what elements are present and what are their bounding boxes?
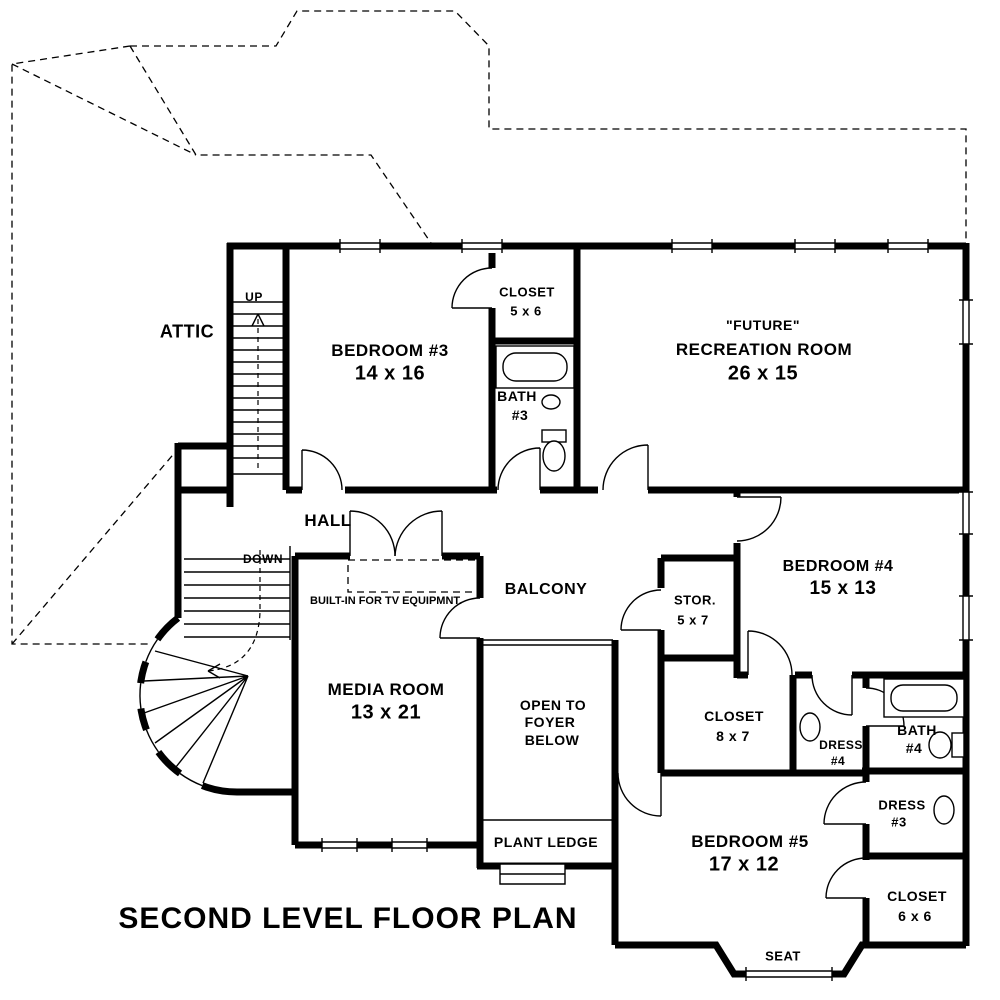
room-label-dress4: DRESS — [819, 738, 863, 752]
page-title: SECOND LEVEL FLOOR PLAN — [118, 902, 578, 935]
stairs-down — [143, 546, 291, 784]
railing-layer — [480, 639, 615, 821]
room-qualifier-recreation: "FUTURE" — [725, 317, 801, 333]
room-dims-recreation: 26 x 15 — [727, 362, 799, 385]
label-open-to-foyer-line1: OPEN TO — [519, 697, 587, 713]
room-label-closet3: CLOSET — [499, 284, 555, 300]
label-built-in: BUILT-IN FOR TV EQUIPMNT. — [310, 595, 462, 607]
label-plant-ledge: PLANT LEDGE — [493, 834, 599, 850]
stairs-up — [231, 301, 285, 475]
room-label-attic: ATTIC — [159, 321, 215, 342]
room-dims-bedroom4: 15 x 13 — [809, 578, 877, 599]
room-label-balcony: BALCONY — [504, 581, 588, 598]
stair-label-down: DOWN — [243, 552, 283, 566]
room-label-bedroom4: BEDROOM #4 — [782, 558, 894, 575]
room-num-dress3: #3 — [891, 814, 907, 830]
room-dims-closet4: 8 x 7 — [716, 728, 750, 744]
room-label-media: MEDIA ROOM — [327, 680, 445, 699]
room-label-bedroom3: BEDROOM #3 — [331, 341, 449, 360]
windows-layer — [321, 239, 973, 981]
room-label-recreation: RECREATION ROOM — [675, 340, 853, 359]
room-dims-media: 13 x 21 — [350, 701, 422, 724]
room-dims-closet3: 5 x 6 — [510, 303, 542, 319]
room-label-closet6: CLOSET — [887, 888, 947, 904]
room-label-hall: HALL — [304, 511, 352, 530]
room-dims-stor: 5 x 7 — [677, 612, 709, 628]
room-label-bath4: BATH — [897, 722, 937, 738]
roof-outline-layer — [11, 10, 967, 645]
room-num-bath4: #4 — [905, 740, 923, 756]
label-open-to-foyer-line3: BELOW — [524, 732, 580, 748]
room-label-closet4: CLOSET — [704, 708, 764, 724]
room-dims-bedroom5: 17 x 12 — [708, 853, 780, 876]
turret-windows — [134, 636, 205, 791]
room-label-stor: STOR. — [674, 592, 716, 608]
doors-layer — [301, 267, 905, 899]
room-num-dress4: #4 — [830, 754, 846, 768]
room-dims-closet6: 6 x 6 — [898, 908, 932, 924]
room-label-bath3: BATH — [497, 388, 537, 404]
room-num-bath3: #3 — [511, 407, 529, 423]
stair-label-up: UP — [245, 290, 263, 304]
walls-layer — [136, 242, 970, 978]
room-label-dress3: DRESS — [878, 797, 926, 813]
fixtures-layer — [347, 345, 965, 825]
label-open-to-foyer-line2: FOYER — [524, 714, 576, 730]
label-seat: SEAT — [765, 948, 801, 964]
room-dims-bedroom3: 14 x 16 — [354, 362, 426, 385]
built-in-cabinet — [347, 559, 479, 593]
room-label-bedroom5: BEDROOM #5 — [691, 832, 809, 851]
